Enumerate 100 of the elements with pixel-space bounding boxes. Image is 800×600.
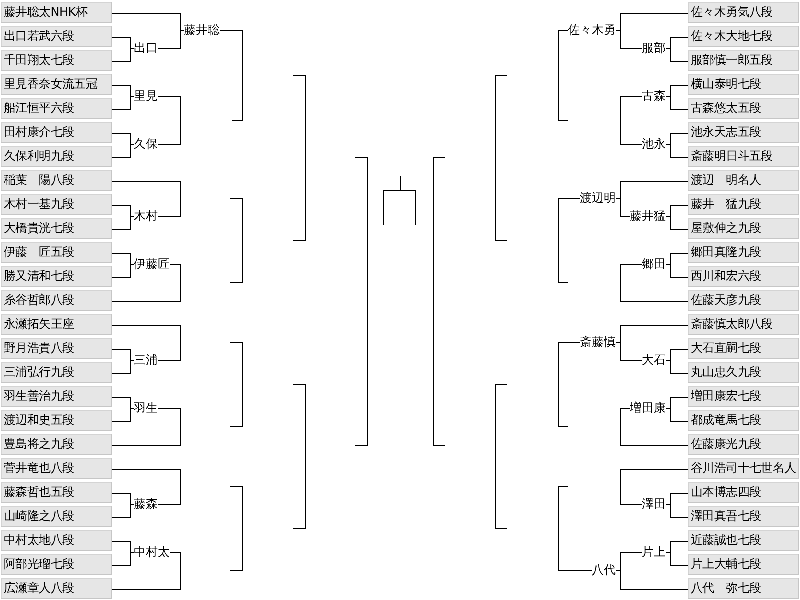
bracket-line: [112, 360, 135, 374]
player-entry: 斎藤明日斗五段: [688, 146, 799, 167]
winner-name: 澤田: [642, 496, 666, 512]
player-entry: 郷田真隆九段: [688, 242, 799, 263]
winner-name: 羽生: [134, 400, 158, 416]
player-entry: 横山泰明七段: [688, 74, 799, 95]
winner-name: 片上: [642, 544, 666, 560]
player-entry: 大橋貴洸七段: [1, 218, 112, 239]
bracket-line: [112, 325, 181, 361]
player-entry: 池永天志五段: [688, 122, 799, 143]
player-entry: 丸山忠久九段: [688, 362, 799, 383]
bracket-line: [616, 198, 631, 217]
bracket-line: [666, 96, 689, 110]
player-entry: 片上大輔七段: [688, 554, 799, 575]
player-entry: 山本博志四段: [688, 482, 799, 503]
player-entry: 増田康宏七段: [688, 386, 799, 407]
player-entry: 佐々木大地七段: [688, 26, 799, 47]
bracket-line: [558, 486, 593, 571]
player-entry: 佐藤康光九段: [688, 434, 799, 455]
winner-name: 木村: [134, 208, 158, 224]
winner-name: 藤森: [134, 496, 158, 512]
player-entry: 八代 弥七段: [688, 578, 799, 599]
player-entry: 都成竜馬七段: [688, 410, 799, 431]
bracket-line: [158, 96, 181, 145]
bracket-line: [112, 216, 135, 230]
player-entry: 斎藤慎太郎八段: [688, 314, 799, 335]
player-entry: 里見香奈女流五冠: [1, 74, 112, 95]
player-entry: 田村康介七段: [1, 122, 112, 143]
bracket-line: [112, 264, 135, 278]
winner-name: 服部: [642, 40, 666, 56]
winner-name: 里見: [134, 88, 158, 104]
winner-name: 渡辺明: [580, 190, 616, 206]
bracket-line: [112, 96, 135, 110]
player-entry: 久保利明九段: [1, 146, 112, 167]
bracket-line: [616, 30, 643, 49]
player-entry: 船江恒平六段: [1, 98, 112, 119]
winner-name: 大石: [642, 352, 666, 368]
bracket-line: [620, 408, 689, 446]
bracket-line: [558, 342, 581, 427]
player-entry: 木村一基九段: [1, 194, 112, 215]
winner-name: 古森: [642, 88, 666, 104]
winner-name: 八代: [592, 562, 616, 578]
bracket-line: [666, 504, 689, 518]
player-entry: 永瀬拓矢王座: [1, 314, 112, 335]
player-entry: 藤井聡太NHK杯: [1, 2, 112, 23]
winner-name: 藤井猛: [630, 208, 666, 224]
bracket-line: [666, 360, 689, 374]
bracket-line: [666, 216, 689, 230]
player-entry: 藤井 猛九段: [688, 194, 799, 215]
player-entry: 澤田真吾七段: [688, 506, 799, 527]
bracket-line: [158, 30, 185, 49]
player-entry: 千田翔太七段: [1, 50, 112, 71]
bracket-line: [666, 408, 689, 422]
player-entry: 阿部光瑠七段: [1, 554, 112, 575]
bracket-line: [616, 552, 643, 571]
bracket-line: [616, 342, 643, 361]
winner-name: 増田康: [630, 400, 666, 416]
bracket-line: [666, 552, 689, 566]
player-entry: 渡辺 明名人: [688, 170, 799, 191]
player-entry: 近藤誠也七段: [688, 530, 799, 551]
bracket-line: [112, 181, 181, 217]
player-entry: 野月浩貴八段: [1, 338, 112, 359]
winner-name: 佐々木勇: [568, 22, 616, 38]
bracket-line: [666, 264, 689, 278]
winner-name: 中村太: [134, 544, 170, 560]
player-entry: 勝又清和七段: [1, 266, 112, 287]
winner-name: 三浦: [134, 352, 158, 368]
bracket-line: [558, 30, 569, 121]
player-entry: 豊島将之九段: [1, 434, 112, 455]
bracket-line: [112, 48, 135, 62]
player-entry: 藤森哲也五段: [1, 482, 112, 503]
winner-name: 池永: [642, 136, 666, 152]
player-entry: 古森悠太五段: [688, 98, 799, 119]
player-entry: 谷川浩司十七世名人: [688, 458, 799, 479]
player-entry: 羽生善治九段: [1, 386, 112, 407]
player-entry: 服部慎一郎五段: [688, 50, 799, 71]
winner-name: 藤井聡: [184, 22, 220, 38]
player-entry: 稲葉 陽八段: [1, 170, 112, 191]
bracket-line: [112, 264, 181, 302]
winner-name: 伊藤匠: [134, 256, 170, 272]
bracket-line: [112, 504, 135, 518]
bracket-line: [112, 552, 135, 566]
player-entry: 出口若武六段: [1, 26, 112, 47]
player-entry: 大石直嗣七段: [688, 338, 799, 359]
bracket-line: [558, 198, 581, 283]
bracket-line: [112, 408, 181, 446]
winner-name: 出口: [134, 40, 158, 56]
bracket-line: [620, 469, 689, 505]
player-entry: 中村太地八段: [1, 530, 112, 551]
player-entry: 西川和宏六段: [688, 266, 799, 287]
bracket-line: [620, 264, 689, 302]
bracket-line: [220, 30, 243, 121]
player-entry: 菅井竜也八段: [1, 458, 112, 479]
player-entry: 伊藤 匠五段: [1, 242, 112, 263]
player-entry: 佐々木勇気八段: [688, 2, 799, 23]
player-entry: 渡辺和史五段: [1, 410, 112, 431]
player-entry: 佐藤天彦九段: [688, 290, 799, 311]
player-entry: 広瀬章人八段: [1, 578, 112, 599]
player-entry: 屋敷伸之九段: [688, 218, 799, 239]
player-entry: 山崎隆之八段: [1, 506, 112, 527]
